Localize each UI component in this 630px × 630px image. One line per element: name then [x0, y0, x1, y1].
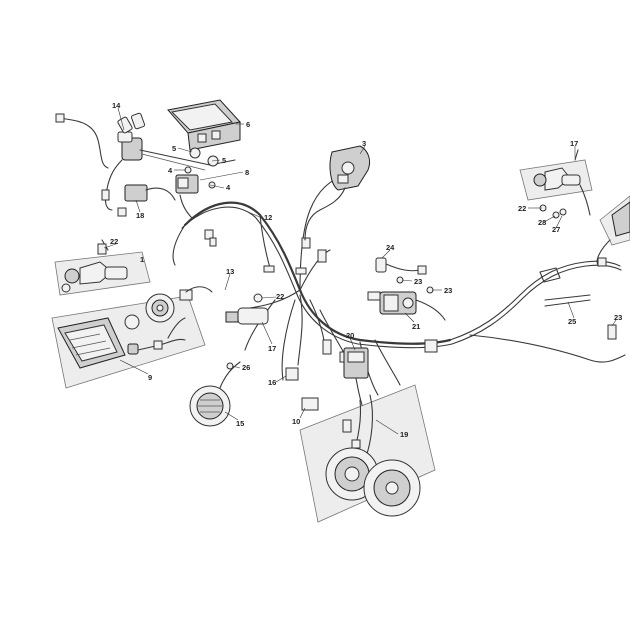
- callout-23c: 23: [614, 313, 622, 322]
- callout-22c: 22: [518, 204, 526, 213]
- callout-leaders: [103, 107, 617, 435]
- callout-23b: 23: [444, 286, 452, 295]
- callout-16: 16: [268, 378, 276, 387]
- callout-14: 14: [112, 101, 121, 110]
- rear-turn-signal: [533, 149, 591, 219]
- callout-4b: 4: [226, 183, 231, 192]
- callout-19: 19: [400, 430, 408, 439]
- callout-6: 6: [246, 120, 250, 129]
- headlight-assembly: [57, 286, 213, 369]
- relay-24: [375, 257, 427, 275]
- callout-17a: 17: [570, 139, 578, 148]
- callout-25: 25: [568, 317, 576, 326]
- callout-9: 9: [148, 373, 152, 382]
- front-turn-signal: [61, 239, 128, 293]
- callout-22a: 22: [110, 237, 118, 246]
- ignition-switch-assembly: [55, 112, 176, 217]
- small-connectors: [225, 276, 617, 411]
- callout-12: 12: [264, 213, 272, 222]
- callout-17b: 17: [268, 344, 276, 353]
- callout-10: 10: [292, 417, 300, 426]
- horn: [189, 361, 241, 427]
- tail-light: [596, 201, 630, 267]
- callout-8: 8: [245, 168, 249, 177]
- instrument-cluster: [139, 99, 241, 171]
- callout-21: 21: [412, 322, 420, 331]
- callout-labels: 1 3 4 4 5 5 6 8 9 10 12 13 14 15 16 17 1…: [110, 101, 622, 439]
- callout-26: 26: [242, 363, 250, 372]
- ignition-coil: [367, 291, 446, 321]
- main-harness: [172, 174, 626, 396]
- callout-24: 24: [386, 243, 395, 252]
- callout-28: 28: [538, 218, 546, 227]
- callout-20: 20: [346, 331, 354, 340]
- callout-13: 13: [226, 267, 234, 276]
- callout-4a: 4: [168, 166, 173, 175]
- callout-5b: 5: [222, 156, 226, 165]
- cdi-unit: [343, 347, 369, 406]
- callout-3: 3: [362, 139, 366, 148]
- callout-27: 27: [552, 225, 560, 234]
- callout-18: 18: [136, 211, 144, 220]
- callout-5a: 5: [172, 144, 176, 153]
- callout-1: 1: [140, 255, 144, 264]
- handlebar-switch-right: [304, 145, 371, 241]
- callout-22b: 22: [276, 292, 284, 301]
- callout-23a: 23: [414, 277, 422, 286]
- relay-bracket: [175, 166, 216, 219]
- callout-15: 15: [236, 419, 244, 428]
- stator-flywheel: [325, 394, 421, 517]
